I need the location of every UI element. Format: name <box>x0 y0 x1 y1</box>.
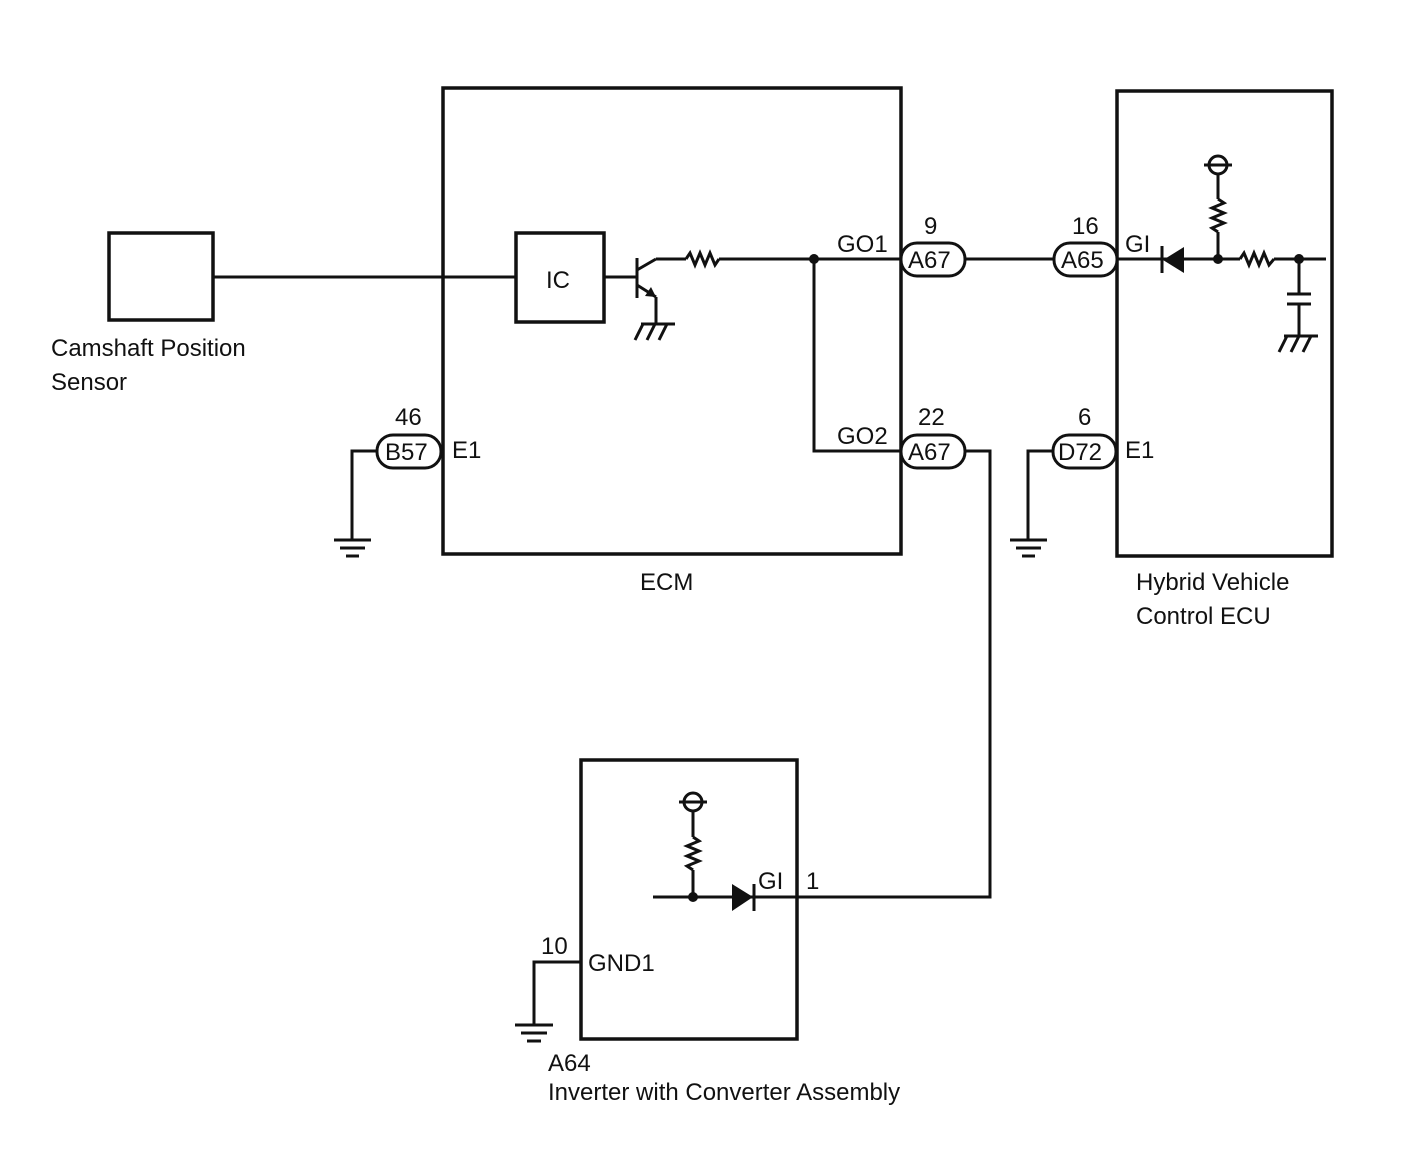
inverter-diode-icon <box>732 884 756 911</box>
hv-ecu-box <box>1115 89 1334 558</box>
hv-diode-icon <box>1160 246 1184 273</box>
hv-e1-ground-icon <box>1010 538 1047 558</box>
hv-ecu-label-2: Control ECU <box>1136 603 1271 630</box>
hv-ecu-label-1: Hybrid Vehicle <box>1136 569 1289 596</box>
hv-vcc-icon <box>1204 154 1232 176</box>
ecm-go1-pin: 9 <box>924 213 937 240</box>
ecm-go2-terminal: GO2 <box>837 423 888 450</box>
ecm-go2-connector-code: A67 <box>908 439 951 466</box>
hv-e1-pin: 6 <box>1078 404 1091 431</box>
inverter-box <box>579 758 799 1041</box>
hv-gi-pin: 16 <box>1072 213 1099 240</box>
inverter-pullup-resistor-symbol <box>683 835 703 872</box>
ecm-go1-terminal: GO1 <box>837 231 888 258</box>
ecm-e1-connector-code: B57 <box>385 439 428 466</box>
inverter-gnd-terminal: GND1 <box>588 950 655 977</box>
ecm-e1-terminal: E1 <box>452 437 481 464</box>
hv-gi-terminal: GI <box>1125 231 1150 258</box>
hv-series-resistor-symbol <box>1238 249 1276 269</box>
transistor-symbol <box>604 257 686 324</box>
inverter-gi-pin: 1 <box>806 868 819 895</box>
ecm-go2-wire <box>812 259 901 453</box>
inverter-gnd-pin: 10 <box>541 933 568 960</box>
ecm-e1-pin: 46 <box>395 404 422 431</box>
hv-gi-connector-code: A65 <box>1061 247 1104 274</box>
ecm-go1-connector-code: A67 <box>908 247 951 274</box>
ecm-label: ECM <box>640 569 693 596</box>
hv-pullup-resistor-symbol <box>1208 197 1228 234</box>
go2-to-inverter-wire <box>797 449 992 899</box>
hv-capacitor-icon <box>1287 292 1311 306</box>
ic-label: IC <box>546 267 570 294</box>
hv-ground-hatch-icon <box>1277 334 1318 353</box>
hv-ground-wire <box>1026 449 1053 540</box>
inverter-code: A64 <box>548 1050 591 1077</box>
ecm-ground-wire <box>350 449 377 540</box>
ecm-box <box>441 86 903 556</box>
ecm-go2-pin: 22 <box>918 404 945 431</box>
camshaft-sensor-label-1: Camshaft Position <box>51 335 246 362</box>
inverter-label: Inverter with Converter Assembly <box>548 1079 900 1106</box>
inverter-gi-terminal: GI <box>758 868 783 895</box>
camshaft-sensor-label-2: Sensor <box>51 369 127 396</box>
ecm-e1-ground-icon <box>334 538 371 558</box>
camshaft-sensor-box <box>107 231 215 322</box>
hv-e1-terminal: E1 <box>1125 437 1154 464</box>
ecm-ground-hatch-symbol <box>633 322 675 341</box>
inverter-gnd-ground-icon <box>515 1023 553 1043</box>
hv-e1-connector-code: D72 <box>1058 439 1102 466</box>
ecm-resistor-symbol <box>684 249 721 269</box>
inverter-ground-wire <box>532 960 581 1025</box>
inverter-vcc-icon <box>679 791 707 813</box>
